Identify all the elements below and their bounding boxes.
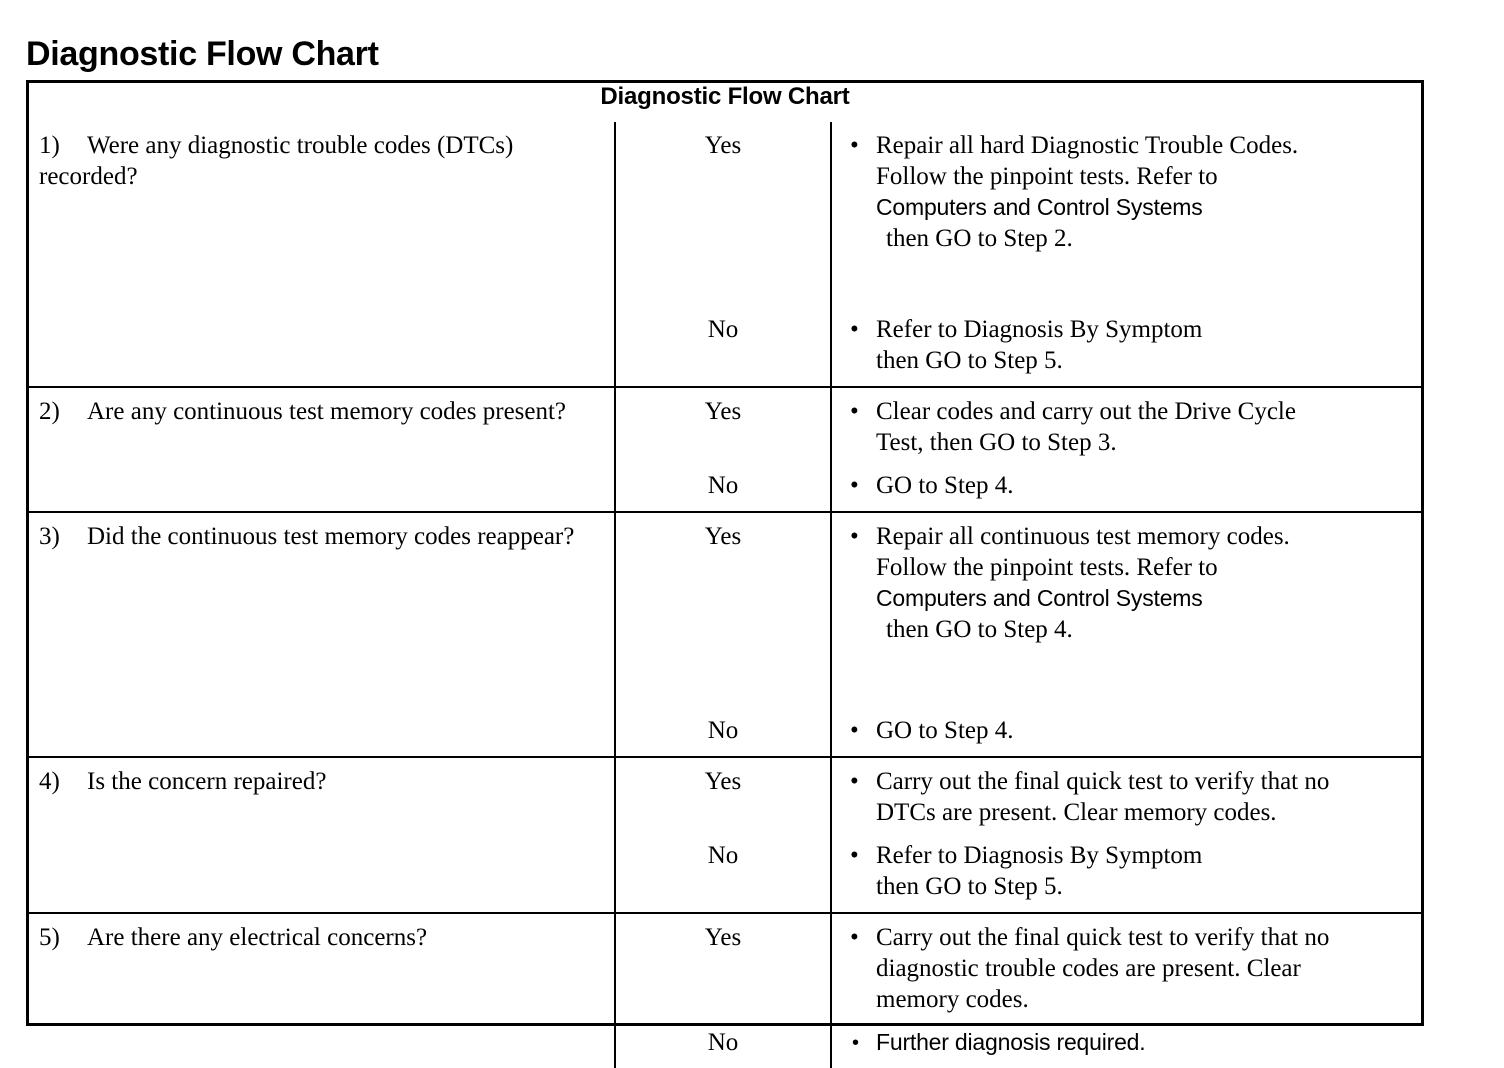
action-line: Computers and Control Systems (876, 194, 1203, 220)
question-cell: 5) Are there any electrical concerns? (29, 912, 616, 1068)
question-text: 5) Are there any electrical concerns? (39, 922, 604, 953)
question-text: 3) Did the continuous test memory codes r… (39, 521, 604, 552)
question-number: 4) (39, 768, 60, 795)
question-text: 1)Were any diagnostic trouble codes (DTC… (39, 130, 604, 192)
answer-label: Yes (704, 132, 742, 159)
chart-table: Diagnostic Flow Chart 1)Were any diagnos… (29, 83, 1422, 1068)
question-number: 2) (39, 398, 60, 425)
answer-label: Yes (704, 523, 742, 550)
question-cell: 1)Were any diagnostic trouble codes (DTC… (29, 122, 616, 387)
table-header-row: Diagnostic Flow Chart (29, 83, 1421, 122)
action-line: then GO to Step 4. (886, 616, 1073, 643)
action-line: Repair all continuous test memory codes. (876, 523, 1290, 550)
action-cell: Clear codes and carry out the Drive Cycl… (831, 386, 1422, 512)
question-cell: 4) Is the concern repaired? (29, 756, 616, 913)
action-item: Repair all hard Diagnostic Trouble Codes… (850, 130, 1413, 254)
question-text: 2) Are any continuous test memory codes p… (39, 396, 604, 427)
branch-spacer (850, 645, 1413, 715)
action-line: Further diagnosis required. (876, 1029, 1146, 1055)
answer-label: Yes (704, 768, 742, 795)
action-item: Repair all continuous test memory codes.… (850, 521, 1413, 645)
table-row: 1)Were any diagnostic trouble codes (DTC… (29, 122, 1421, 387)
action-line: Test, then GO to Step 3. (876, 429, 1117, 456)
action-item: GO to Step 4. (850, 470, 1413, 501)
action-line: Follow the pinpoint tests. Refer to (876, 554, 1218, 581)
action-line: then GO to Step 5. (876, 873, 1063, 900)
answer-label: No (707, 1029, 739, 1056)
question-body: Are there any electrical concerns? (87, 924, 428, 951)
answer-label: No (707, 717, 739, 744)
branch-spacer (616, 871, 830, 902)
table-title-cell: Diagnostic Flow Chart (600, 83, 850, 110)
action-line: GO to Step 4. (876, 717, 1014, 744)
action-item: Carry out the final quick test to verify… (850, 922, 1413, 1015)
action-line: GO to Step 4. (876, 472, 1014, 499)
question-number: 5) (39, 924, 60, 951)
table-row: 2) Are any continuous test memory codes p… (29, 386, 1422, 512)
action-cell: Carry out the final quick test to verify… (831, 912, 1422, 1068)
branch-spacer (616, 953, 830, 1027)
branch-spacer (850, 458, 1413, 470)
question-body: Is the concern repaired? (87, 768, 327, 795)
answer-label: Yes (704, 924, 742, 951)
question-body: Did the continuous test memory codes rea… (87, 523, 575, 550)
branch-spacer (850, 1015, 1413, 1027)
question-body: Are any continuous test memory codes pre… (87, 398, 567, 425)
branch-spacer (616, 797, 830, 840)
diagnostic-flow-chart-table: Diagnostic Flow Chart 1)Were any diagnos… (26, 80, 1424, 1068)
branch-spacer (616, 161, 830, 314)
question-number: 3) (39, 523, 60, 550)
action-cell: Carry out the final quick test to verify… (831, 756, 1422, 913)
answer-label: Yes (704, 398, 742, 425)
action-line: Carry out the final quick test to verify… (876, 924, 1330, 951)
question-cell: 3) Did the continuous test memory codes r… (29, 511, 616, 757)
action-line: Refer to Diagnosis By Symptom (876, 316, 1203, 343)
action-line: then GO to Step 5. (876, 347, 1063, 374)
action-item: Further diagnosis required. (850, 1027, 1413, 1059)
chart-table-body: Diagnostic Flow Chart 1)Were any diagnos… (29, 83, 1422, 1068)
action-cell: Repair all continuous test memory codes.… (831, 511, 1422, 757)
action-item: GO to Step 4. (850, 715, 1413, 746)
action-line: Follow the pinpoint tests. Refer to (876, 163, 1218, 190)
question-cell: 2) Are any continuous test memory codes p… (29, 386, 616, 512)
branch-spacer (616, 427, 830, 470)
action-line: DTCs are present. Clear memory codes. (876, 799, 1277, 826)
action-line: Repair all hard Diagnostic Trouble Codes… (876, 132, 1299, 159)
action-line: memory codes. (876, 986, 1029, 1013)
action-line: Carry out the final quick test to verify… (876, 768, 1330, 795)
page-title: Diagnostic Flow Chart (26, 34, 379, 73)
action-item: Clear codes and carry out the Drive Cycl… (850, 396, 1413, 458)
question-number: 1) (39, 132, 60, 159)
action-line: Refer to Diagnosis By Symptom (876, 842, 1203, 869)
question-body: Were any diagnostic trouble codes (DTCs)… (39, 132, 514, 190)
action-line: then GO to Step 2. (886, 225, 1073, 252)
action-line: Computers and Control Systems (876, 585, 1203, 611)
action-item: Refer to Diagnosis By Symptom then GO to … (850, 840, 1413, 902)
answer-label: No (707, 472, 739, 499)
action-line: Clear codes and carry out the Drive Cycl… (876, 398, 1296, 425)
branch-spacer (616, 345, 830, 376)
branch-spacer (850, 828, 1413, 840)
action-line: diagnostic trouble codes are present. Cl… (876, 955, 1301, 982)
answer-label: No (707, 316, 739, 343)
table-row: 3) Did the continuous test memory codes r… (29, 511, 1422, 757)
action-item: Carry out the final quick test to verify… (850, 766, 1413, 828)
action-cell: Repair all hard Diagnostic Trouble Codes… (831, 122, 1421, 387)
question-text: 4) Is the concern repaired? (39, 766, 604, 797)
action-item: Refer to Diagnosis By Symptom then GO to … (850, 314, 1413, 376)
branch-spacer (616, 552, 830, 715)
branch-spacer (850, 254, 1413, 314)
answer-label: No (707, 842, 739, 869)
